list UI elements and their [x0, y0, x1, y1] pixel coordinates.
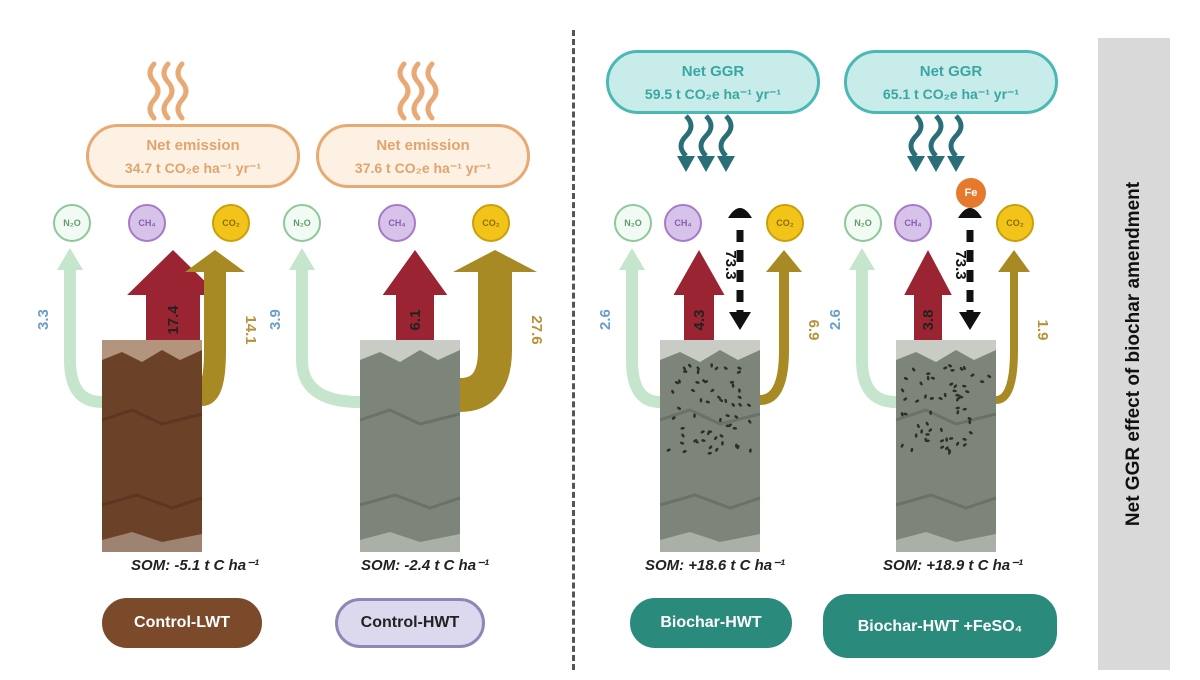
panel-control-hwt: 3.9 6.1 27.6 Net emission 37.6 t CO₂e ha…: [267, 0, 560, 680]
panel-biochar-hwt-feso4: 2.6 3.8 73.3 1.9 Net GGR 65.1 t CO₂e ha⁻…: [818, 0, 1088, 680]
ch4-icon: CH₄: [378, 204, 416, 242]
som-value: SOM: -5.1 t C ha⁻¹: [131, 557, 259, 574]
n2o-icon: N₂O: [844, 204, 882, 242]
co2-flux-value: 6.9: [805, 320, 822, 341]
panel-graphics: 3.9 6.1 27.6: [267, 61, 545, 552]
co2-flux-value: 14.1: [242, 315, 259, 344]
bubble-title: Net emission: [146, 137, 240, 154]
co2-flux-value: 27.6: [528, 315, 545, 344]
biochar-value: 73.3: [952, 250, 969, 279]
soil-column: [659, 340, 761, 552]
section-divider: [572, 30, 575, 670]
biochar-input-arrow: [728, 208, 752, 330]
n2o-icon: N₂O: [53, 204, 91, 242]
net-emission-bubble: Net emission 37.6 t CO₂e ha⁻¹ yr⁻¹: [316, 124, 530, 188]
treatment-label: Biochar-HWT +FeSO₄: [823, 594, 1057, 658]
sidebar-title: Net GGR effect of biochar amendment: [1123, 181, 1144, 527]
treatment-label: Control-HWT: [335, 598, 485, 648]
n2o-flux-arrow: [619, 248, 661, 408]
co2-icon: CO₂: [996, 204, 1034, 242]
soil-column: [359, 340, 461, 552]
ch4-flux-value: 3.8: [920, 310, 937, 331]
ch4-icon: CH₄: [128, 204, 166, 242]
ch4-icon: CH₄: [894, 204, 932, 242]
co2-flux-value: 1.9: [1034, 320, 1051, 341]
n2o-flux-value: 3.9: [267, 309, 284, 330]
som-value: SOM: -2.4 t C ha⁻¹: [361, 557, 489, 574]
soil-column: [101, 340, 203, 552]
ch4-flux-arrow: [382, 250, 448, 342]
co2-icon: CO₂: [472, 204, 510, 242]
n2o-flux-value: 3.3: [35, 309, 52, 330]
heat-waves-icon: [397, 61, 439, 121]
net-ggr-bubble: Net GGR 59.5 t CO₂e ha⁻¹ yr⁻¹: [606, 50, 820, 114]
biochar-input-arrow: [958, 208, 982, 330]
ggr-wave-arrows-icon: [677, 114, 735, 172]
iron-icon: Fe: [956, 178, 986, 208]
bubble-value: 65.1 t CO₂e ha⁻¹ yr⁻¹: [882, 86, 1020, 102]
n2o-flux-arrow: [57, 248, 103, 408]
ch4-flux-value: 4.3: [691, 310, 708, 331]
panel-graphics: 3.3 17.4 14.1: [35, 61, 259, 552]
bubble-title: Net GGR: [919, 63, 983, 80]
net-ggr-bubble: Net GGR 65.1 t CO₂e ha⁻¹ yr⁻¹: [844, 50, 1058, 114]
bubble-title: Net emission: [376, 137, 470, 154]
net-emission-bubble: Net emission 34.7 t CO₂e ha⁻¹ yr⁻¹: [86, 124, 300, 188]
n2o-icon: N₂O: [283, 204, 321, 242]
ch4-icon: CH₄: [664, 204, 702, 242]
ch4-flux-value: 17.4: [165, 305, 182, 335]
bubble-value: 59.5 t CO₂e ha⁻¹ yr⁻¹: [644, 86, 782, 102]
panel-graphics: 2.6 3.8 73.3 1.9: [827, 114, 1051, 552]
bubble-value: 34.7 t CO₂e ha⁻¹ yr⁻¹: [124, 160, 262, 176]
som-value: SOM: +18.6 t C ha⁻¹: [644, 557, 786, 574]
ch4-flux-arrow: [673, 250, 725, 342]
treatment-label: Biochar-HWT: [630, 598, 792, 648]
ch4-flux-arrow: [127, 250, 219, 342]
co2-flux-arrow: [759, 250, 802, 405]
n2o-flux-arrow: [289, 248, 361, 408]
effect-sidebar: Net GGR effect of biochar amendment: [1098, 38, 1170, 670]
ggr-wave-arrows-icon: [907, 114, 965, 172]
bubble-value: 37.6 t CO₂e ha⁻¹ yr⁻¹: [354, 160, 492, 176]
n2o-flux-value: 2.6: [827, 309, 844, 330]
bubble-title: Net GGR: [681, 63, 745, 80]
co2-icon: CO₂: [766, 204, 804, 242]
co2-flux-arrow: [453, 250, 537, 412]
heat-waves-icon: [147, 61, 189, 121]
n2o-icon: N₂O: [614, 204, 652, 242]
co2-flux-arrow: [185, 250, 245, 406]
som-value: SOM: +18.9 t C ha⁻¹: [882, 557, 1024, 574]
panel-control-lwt: 3.3 17.4 14.1 Net emission 34.7 t CO₂e h…: [35, 0, 330, 680]
treatment-label: Control-LWT: [102, 598, 262, 648]
biochar-value: 73.3: [722, 250, 739, 279]
soil-column: [895, 340, 997, 552]
panel-graphics: 2.6 4.3 73.3 6.9: [597, 114, 822, 552]
n2o-flux-value: 2.6: [597, 309, 614, 330]
ch4-flux-arrow: [904, 250, 952, 342]
co2-icon: CO₂: [212, 204, 250, 242]
ch4-flux-value: 6.1: [407, 310, 424, 331]
panel-biochar-hwt: 2.6 4.3 73.3 6.9 Net GGR 59.5 t CO₂e ha⁻…: [580, 0, 850, 680]
n2o-flux-arrow: [849, 248, 897, 408]
co2-flux-arrow: [995, 250, 1030, 404]
